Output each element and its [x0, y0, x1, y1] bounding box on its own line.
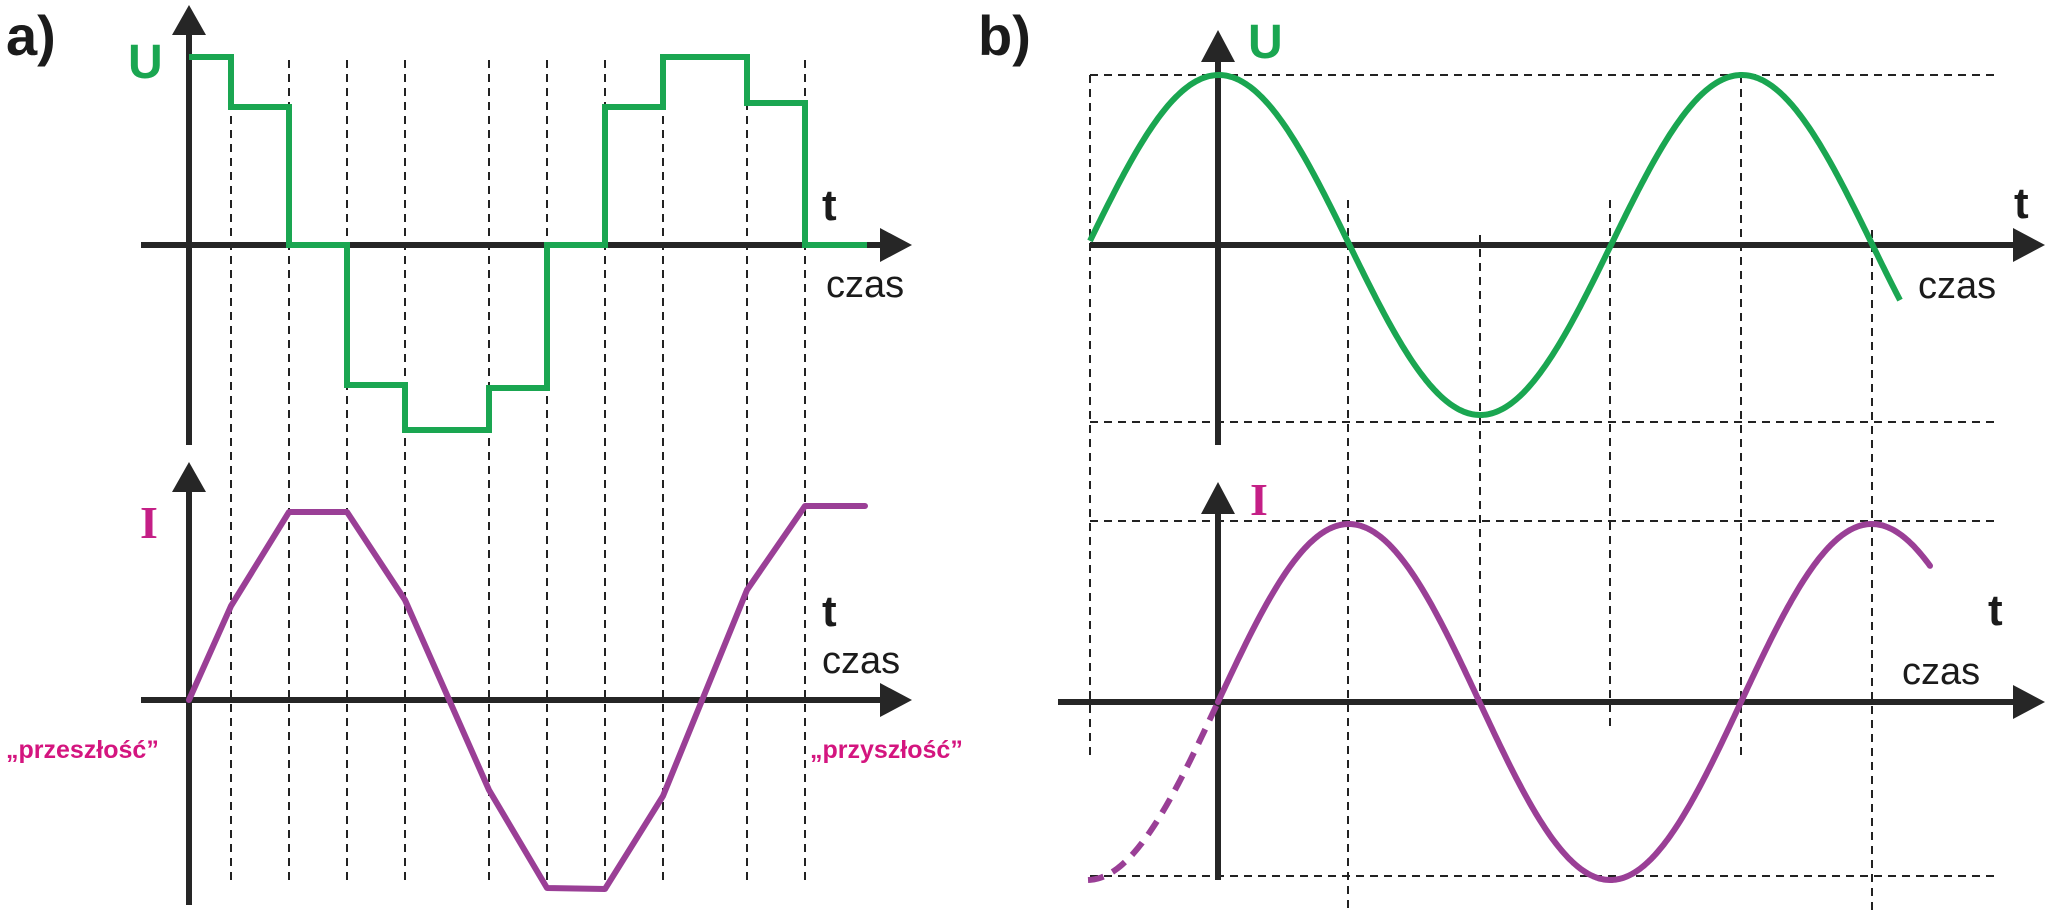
- u-axis-label-a: U: [128, 36, 163, 89]
- i-axis-arrow-b: [1201, 482, 1235, 514]
- voltage-sine-curve: [1087, 72, 1903, 418]
- time-axis-arrow-b-upper: [2013, 228, 2045, 262]
- time-label-b-upper: t: [2014, 179, 2029, 228]
- future-annotation: „przyszłość”: [810, 736, 963, 764]
- czas-label-a-upper: czas: [826, 264, 904, 306]
- panel-a-label: a): [6, 4, 56, 67]
- past-annotation: „przeszłość”: [6, 736, 159, 764]
- panel-b-gridlines: [1089, 74, 2000, 912]
- current-piecewise-curve: [186, 503, 868, 892]
- time-label-b-lower: t: [1988, 586, 2003, 635]
- czas-label-b-lower: czas: [1902, 651, 1980, 693]
- u-axis-arrow-b: [1201, 30, 1235, 62]
- voltage-step-curve: [189, 54, 867, 433]
- i-axis-arrow-a: [172, 462, 206, 492]
- i-axis-label-b: I: [1250, 474, 1268, 525]
- time-label-a-lower: t: [822, 587, 837, 636]
- panel-a: a) U I t czas: [6, 4, 963, 905]
- time-label-a-upper: t: [822, 181, 837, 230]
- u-axis-label-b: U: [1248, 16, 1283, 69]
- current-sine-curve: [1215, 521, 1933, 883]
- czas-label-b-upper: czas: [1918, 265, 1996, 307]
- u-axis-arrow-a: [172, 5, 206, 35]
- i-axis-label-a: I: [140, 497, 158, 548]
- panel-a-gridlines: [230, 60, 806, 882]
- time-axis-arrow-a-upper: [880, 228, 912, 262]
- time-axis-arrow-b-lower: [2013, 685, 2045, 719]
- current-sine-extrapolation-dashed: [1087, 700, 1221, 883]
- panel-b-label: b): [978, 4, 1031, 67]
- time-axis-arrow-a-lower: [880, 683, 912, 717]
- czas-label-a-lower: czas: [822, 640, 900, 682]
- panel-b: b) U I t czas t: [978, 4, 2045, 912]
